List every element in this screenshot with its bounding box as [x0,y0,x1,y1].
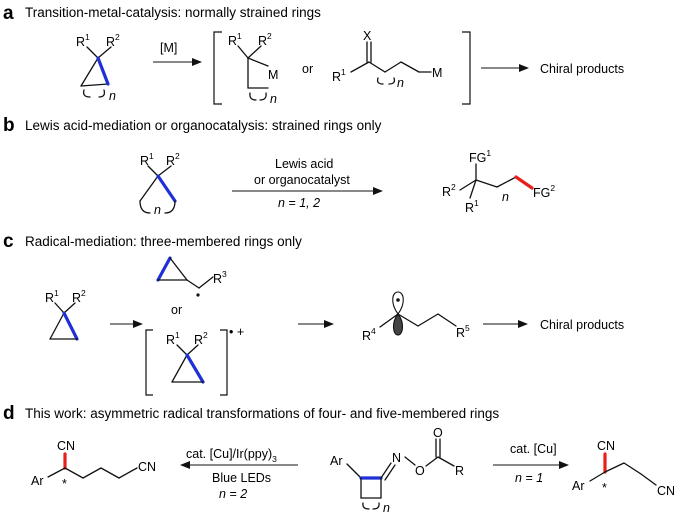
section-b-reagent-1: Lewis acid [275,157,333,171]
section-a-or: or [302,62,313,76]
section-b-product: FG1 R2 R1 n FG2 [442,148,555,215]
section-d-left-n: n = 2 [219,487,247,501]
svg-text:R: R [455,464,464,478]
svg-text:M: M [268,68,278,82]
svg-text:*: * [602,481,607,495]
section-b-condition: n = 1, 2 [278,196,320,210]
svg-text:R2: R2 [166,151,180,168]
section-d-right-catalyst: cat. [Cu] [510,442,557,456]
section-b-title: Lewis acid-mediation or organocatalysis:… [25,118,382,133]
svg-text:R1: R1 [228,31,242,48]
svg-text:n: n [383,501,390,515]
section-a-substrate: R1 R2 n [76,32,120,103]
svg-text:R1: R1 [140,151,154,168]
svg-text:CN: CN [138,460,156,474]
svg-text:N: N [392,451,401,465]
svg-text:n: n [154,203,161,217]
svg-text:n: n [109,89,116,103]
section-d-right-product: CN Ar * CN [572,439,675,498]
svg-text:CN: CN [657,484,675,498]
svg-text:• +: • + [229,325,244,339]
svg-text:R1: R1 [76,32,90,49]
svg-text:M: M [432,66,442,80]
section-c-or: or [171,303,182,317]
section-a-title: Transition-metal-catalysis: normally str… [25,5,321,20]
section-d-title: This work: asymmetric radical transforma… [25,406,499,421]
section-b: b Lewis acid-mediation or organocatalysi… [3,115,555,217]
section-c-bracket-left [145,329,153,396]
section-a: a Transition-metal-catalysis: normally s… [3,3,624,106]
svg-text:O: O [433,426,443,440]
section-a-letter: a [3,3,14,24]
section-d-letter: d [3,403,15,424]
section-c-bracket-right [220,329,228,396]
section-a-acyl-metal: X R1 n M [332,29,442,90]
svg-text:R1: R1 [332,67,346,84]
section-b-letter: b [3,115,15,136]
svg-text:R2: R2 [442,182,456,199]
section-a-bracket-right [462,31,471,105]
section-a-product: Chiral products [540,62,624,76]
svg-text:R1: R1 [465,198,479,215]
svg-text:n: n [502,190,509,204]
section-c-title: Radical-mediation: three-membered rings … [25,234,302,249]
section-c-letter: c [3,231,14,252]
svg-text:R4: R4 [362,326,376,343]
section-d: d This work: asymmetric radical transfor… [3,403,675,515]
section-d-right-n: n = 1 [515,471,543,485]
section-a-metallacycle: R1 R2 M n [228,31,278,106]
svg-text:R2: R2 [106,32,120,49]
section-d-substrate: Ar n N O O R [330,426,464,515]
section-b-reagent-2: or organocatalyst [254,173,350,187]
svg-text:R5: R5 [456,323,470,340]
svg-text:Ar: Ar [330,454,343,468]
svg-text:Ar: Ar [572,479,585,493]
svg-text:O: O [415,464,425,478]
svg-text:R2: R2 [258,31,272,48]
section-d-left-product: CN Ar * CN [31,439,156,491]
section-c: c Radical-mediation: three-membered ring… [3,231,624,396]
section-b-substrate: R1 R2 n [139,151,180,217]
svg-text:FG1: FG1 [469,148,491,165]
section-c-substrate: R1 R2 [45,288,86,341]
svg-text:R1: R1 [45,288,59,305]
svg-text:FG2: FG2 [533,183,555,200]
section-d-left-light: Blue LEDs [212,471,271,485]
svg-text:R3: R3 [213,269,227,286]
section-c-radical-cation: R1 R2 • + [166,325,244,384]
section-c-product: Chiral products [540,318,624,332]
svg-text:*: * [62,477,67,491]
svg-text:Ar: Ar [31,474,44,488]
section-a-reagent: [M] [160,41,177,55]
svg-text:n: n [397,76,404,90]
svg-text:CN: CN [597,439,615,453]
svg-text:n: n [270,92,277,106]
section-a-bracket-left [213,31,222,105]
section-c-alkyl-radical: R4 R5 [362,291,470,343]
svg-text:X: X [363,29,372,43]
svg-text:CN: CN [57,439,75,453]
svg-text:R2: R2 [194,330,208,347]
svg-text:R1: R1 [166,330,180,347]
svg-text:R2: R2 [72,288,86,305]
section-c-cyclopropylmethyl-radical: R3 [156,256,227,297]
section-d-left-catalyst: cat. [Cu]/Ir(ppy)3 [186,447,277,464]
